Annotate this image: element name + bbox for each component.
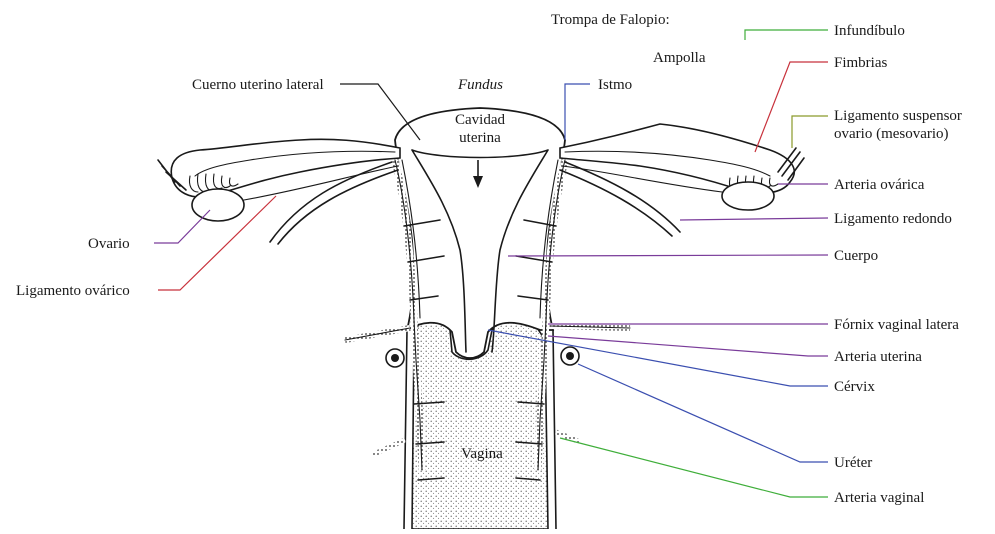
label-cuerpo: Cuerpo bbox=[834, 248, 878, 264]
label-ovario: Ovario bbox=[88, 236, 130, 252]
label-cuerno: Cuerno uterino lateral bbox=[192, 77, 324, 93]
label-ligamento-redondo: Ligamento redondo bbox=[834, 211, 952, 227]
label-arteria-vaginal: Arteria vaginal bbox=[834, 490, 924, 506]
label-cavidad-1: Cavidad bbox=[455, 112, 505, 128]
label-ureter: Uréter bbox=[834, 455, 872, 471]
label-ligamento-ovarico: Ligamento ovárico bbox=[16, 283, 130, 299]
ureter-right bbox=[561, 347, 579, 365]
label-ampolla: Ampolla bbox=[653, 50, 706, 66]
anatomy-drawing bbox=[158, 108, 804, 529]
label-trompa: Trompa de Falopio: bbox=[551, 12, 670, 28]
label-cavidad-2: uterina bbox=[459, 130, 501, 146]
label-arteria-ovarica: Arteria ovárica bbox=[834, 177, 925, 193]
label-infundibulo: Infundíbulo bbox=[834, 23, 905, 39]
label-ligamento-suspensorio-1: Ligamento suspensor bbox=[834, 108, 962, 124]
label-fornix: Fórnix vaginal latera bbox=[834, 317, 959, 333]
label-cervix: Cérvix bbox=[834, 379, 875, 395]
label-vagina: Vagina bbox=[461, 446, 503, 462]
label-ligamento-suspensorio-2: ovario (mesovario) bbox=[834, 126, 949, 142]
ureter-left bbox=[386, 349, 404, 367]
label-arteria-uterina: Arteria uterina bbox=[834, 349, 922, 365]
label-istmo: Istmo bbox=[598, 77, 632, 93]
round-ligament-right bbox=[565, 162, 680, 232]
ovary-right bbox=[722, 182, 774, 210]
label-fundus: Fundus bbox=[457, 77, 503, 93]
label-fimbrias: Fimbrias bbox=[834, 55, 887, 71]
vaginal-wall-right bbox=[553, 330, 556, 529]
fallopian-tube-left bbox=[171, 139, 400, 197]
ovary-left bbox=[192, 189, 244, 221]
